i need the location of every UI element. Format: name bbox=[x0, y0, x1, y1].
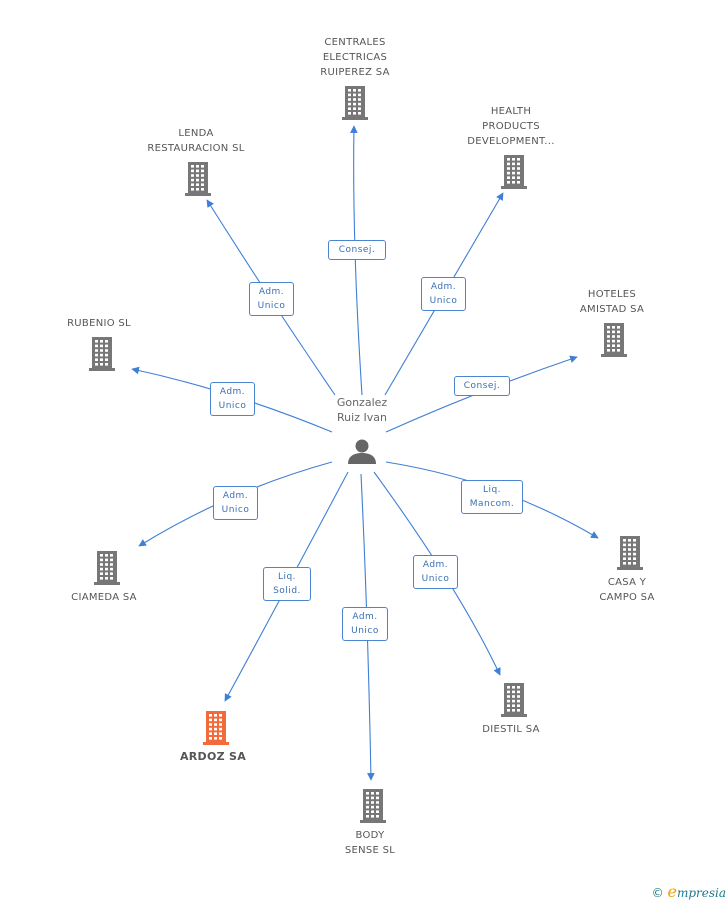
relation-badge-hoteles: Consej. bbox=[454, 376, 510, 396]
brand-logo-initial: e bbox=[667, 882, 677, 901]
building-icon-centrales[interactable] bbox=[342, 86, 368, 120]
person-icon bbox=[348, 439, 376, 464]
company-label-health[interactable]: HEALTH PRODUCTS DEVELOPMENT... bbox=[467, 106, 555, 147]
company-label-hoteles[interactable]: HOTELES AMISTAD SA bbox=[579, 289, 645, 315]
building-icon-hoteles[interactable] bbox=[601, 323, 627, 357]
relation-badge-centrales: Consej. bbox=[328, 240, 386, 260]
company-label-body[interactable]: BODY SENSE SL bbox=[344, 830, 396, 856]
company-label-casa[interactable]: CASA Y CAMPO SA bbox=[599, 577, 655, 603]
building-icon-body[interactable] bbox=[360, 789, 386, 823]
company-label-rubenio[interactable]: RUBENIO SL bbox=[67, 318, 131, 329]
relation-badge-casa: Liq. Mancom. bbox=[461, 480, 523, 514]
company-icons bbox=[89, 86, 643, 823]
edges bbox=[131, 125, 599, 781]
building-icon-lenda[interactable] bbox=[185, 162, 211, 196]
building-icon-diestil[interactable] bbox=[501, 683, 527, 717]
building-icon-casa[interactable] bbox=[617, 536, 643, 570]
person-name[interactable]: Gonzalez Ruiz Ivan bbox=[336, 396, 388, 424]
relation-badge-body: Adm. Unico bbox=[342, 607, 388, 641]
company-label-ardoz[interactable]: ARDOZ SA bbox=[179, 750, 247, 763]
building-icon-ciameda[interactable] bbox=[94, 551, 120, 585]
relation-badge-rubenio: Adm. Unico bbox=[210, 382, 255, 416]
company-label-diestil[interactable]: DIESTIL SA bbox=[482, 724, 540, 735]
relation-badge-diestil: Adm. Unico bbox=[413, 555, 458, 589]
company-label-lenda[interactable]: LENDA RESTAURACION SL bbox=[147, 128, 245, 154]
brand-footer: © empresia bbox=[652, 882, 726, 901]
company-label-ciameda[interactable]: CIAMEDA SA bbox=[71, 592, 137, 603]
building-icon-ardoz[interactable] bbox=[203, 711, 229, 745]
relation-badge-lenda: Adm. Unico bbox=[249, 282, 294, 316]
relation-badge-health: Adm. Unico bbox=[421, 277, 466, 311]
brand-logo-text: mpresia bbox=[676, 886, 726, 900]
copyright-symbol: © bbox=[651, 886, 664, 900]
relation-badge-ardoz: Liq. Solid. bbox=[263, 567, 311, 601]
company-label-centrales[interactable]: CENTRALES ELECTRICAS RUIPEREZ SA bbox=[320, 37, 390, 78]
relation-badge-ciameda: Adm. Unico bbox=[213, 486, 258, 520]
edge-centrales bbox=[350, 125, 363, 396]
building-icon-health[interactable] bbox=[501, 155, 527, 189]
building-icon-rubenio[interactable] bbox=[89, 337, 115, 371]
